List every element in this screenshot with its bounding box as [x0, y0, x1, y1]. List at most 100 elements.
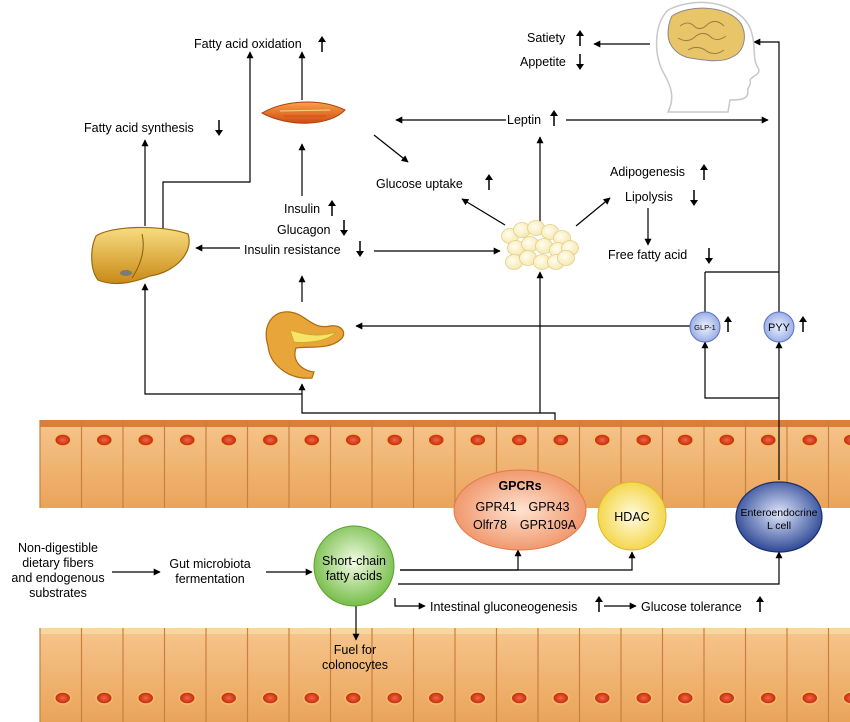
muscle-icon: [260, 101, 346, 124]
glucagon-label: Glucagon: [277, 223, 331, 237]
fibers-label-line3: and endogenous: [11, 571, 104, 585]
gpr43-label: GPR43: [529, 500, 570, 514]
fermentation-label-line1: Gut microbiota: [169, 557, 250, 571]
fatty-acid-synthesis-label: Fatty acid synthesis: [84, 121, 194, 135]
cell-nucleus: [344, 691, 362, 705]
scfa-label-line1: Short-chain: [322, 554, 386, 568]
fibers-label-line1: Non-digestible: [18, 541, 98, 555]
cell-nucleus: [801, 691, 819, 705]
glp1-dot: [689, 311, 721, 343]
scfa-circle: [313, 525, 395, 607]
cell-nucleus: [552, 433, 570, 447]
cell-nucleus: [759, 691, 777, 705]
glucagon-trend-down-icon: [340, 220, 348, 236]
gpcrs-title: GPCRs: [498, 479, 541, 493]
satiety-label: Satiety: [527, 31, 566, 45]
lower-epithelium: [39, 628, 850, 722]
upper-epithelium: [39, 420, 850, 508]
liver-icon: [91, 226, 190, 285]
gpr41-label: GPR41: [476, 500, 517, 514]
cell-nucleus: [95, 433, 113, 447]
glucose-tolerance-label: Glucose tolerance: [641, 600, 742, 614]
connectors: [112, 38, 783, 641]
cell-nucleus: [635, 433, 653, 447]
pyy-trend-up-icon: [799, 316, 807, 332]
pyy-dot: [763, 311, 795, 343]
cell-nucleus: [676, 433, 694, 447]
glucose-uptake-trend-up-icon: [485, 174, 493, 190]
fatty-acid-oxidation-label: Fatty acid oxidation: [194, 37, 302, 51]
insulin-label: Insulin: [284, 202, 320, 216]
cell-nucleus: [261, 691, 279, 705]
cell-nucleus: [178, 433, 196, 447]
leptin-trend-up-icon: [550, 110, 558, 126]
adipose-tissue-icon: [501, 220, 579, 270]
adipogenesis-trend-up-icon: [700, 164, 708, 180]
cell-nucleus: [842, 433, 850, 447]
l-cell-label-line1: Enteroendocrine: [740, 507, 817, 519]
cell-nucleus: [95, 691, 113, 705]
satiety-trend-up-icon: [576, 30, 584, 46]
glucose-uptake-label: Glucose uptake: [376, 177, 463, 191]
cell-nucleus: [718, 691, 736, 705]
cell-nucleus: [510, 691, 528, 705]
fat-cell: [557, 250, 575, 266]
fibers-label-line2: dietary fibers: [22, 556, 94, 570]
appetite-label: Appetite: [520, 55, 566, 69]
cell-nucleus: [801, 433, 819, 447]
pyy-label: PYY: [768, 322, 791, 334]
cell-nucleus: [54, 691, 72, 705]
cell-nucleus: [54, 433, 72, 447]
brain-head-icon: [655, 1, 760, 113]
cell-nucleus: [137, 433, 155, 447]
cell-nucleus: [510, 433, 528, 447]
cell-nucleus: [676, 691, 694, 705]
fibers-label-line4: substrates: [29, 586, 87, 600]
cell-nucleus: [303, 691, 321, 705]
cell-nucleus: [635, 691, 653, 705]
leptin-label: Leptin: [507, 113, 541, 127]
cell-nucleus: [469, 691, 487, 705]
glucose-tolerance-trend-up-icon: [756, 596, 764, 612]
glp1-trend-up-icon: [724, 316, 732, 332]
fermentation-label-line2: fermentation: [175, 572, 245, 586]
cell-nucleus: [718, 433, 736, 447]
appetite-trend-down-icon: [576, 54, 584, 70]
gpr109a-label: GPR109A: [520, 518, 577, 532]
cell-nucleus: [303, 433, 321, 447]
cell-nucleus: [261, 433, 279, 447]
cell-nucleus: [427, 433, 445, 447]
cell-nucleus: [220, 433, 238, 447]
fatty-acid-oxidation-trend-up-icon: [318, 36, 326, 52]
cell-nucleus: [759, 433, 777, 447]
intestinal-gluconeogenesis-label: Intestinal gluconeogenesis: [430, 600, 577, 614]
lipolysis-label: Lipolysis: [625, 190, 673, 204]
cell-nucleus: [842, 691, 850, 705]
cell-nucleus: [386, 433, 404, 447]
l-cell-circle: [735, 481, 823, 553]
free-fatty-acid-trend-down-icon: [705, 248, 713, 264]
cell-nucleus: [178, 691, 196, 705]
free-fatty-acid-label: Free fatty acid: [608, 248, 687, 262]
intestinal-gluconeogenesis-trend-up-icon: [595, 596, 603, 612]
cell-nucleus: [137, 691, 155, 705]
hdac-circle: [597, 481, 667, 551]
trend-arrows: [215, 30, 807, 612]
lipolysis-trend-down-icon: [690, 190, 698, 206]
insulin-resistance-trend-down-icon: [356, 241, 364, 257]
gpcrs-ellipse: [453, 469, 587, 551]
hdac-label: HDAC: [614, 510, 649, 524]
insulin-resistance-label: Insulin resistance: [244, 243, 341, 257]
cell-nucleus: [469, 433, 487, 447]
fuel-label-line2: colonocytes: [322, 658, 388, 672]
fuel-label-line1: Fuel for: [334, 643, 376, 657]
fatty-acid-synthesis-trend-down-icon: [215, 120, 223, 136]
cell-nucleus: [552, 691, 570, 705]
adipogenesis-label: Adipogenesis: [610, 165, 685, 179]
pancreas-icon: [265, 311, 345, 379]
l-cell-label-line2: L cell: [767, 520, 791, 532]
cell-nucleus: [593, 433, 611, 447]
glp1-label: GLP-1: [694, 323, 716, 332]
cell-nucleus: [344, 433, 362, 447]
